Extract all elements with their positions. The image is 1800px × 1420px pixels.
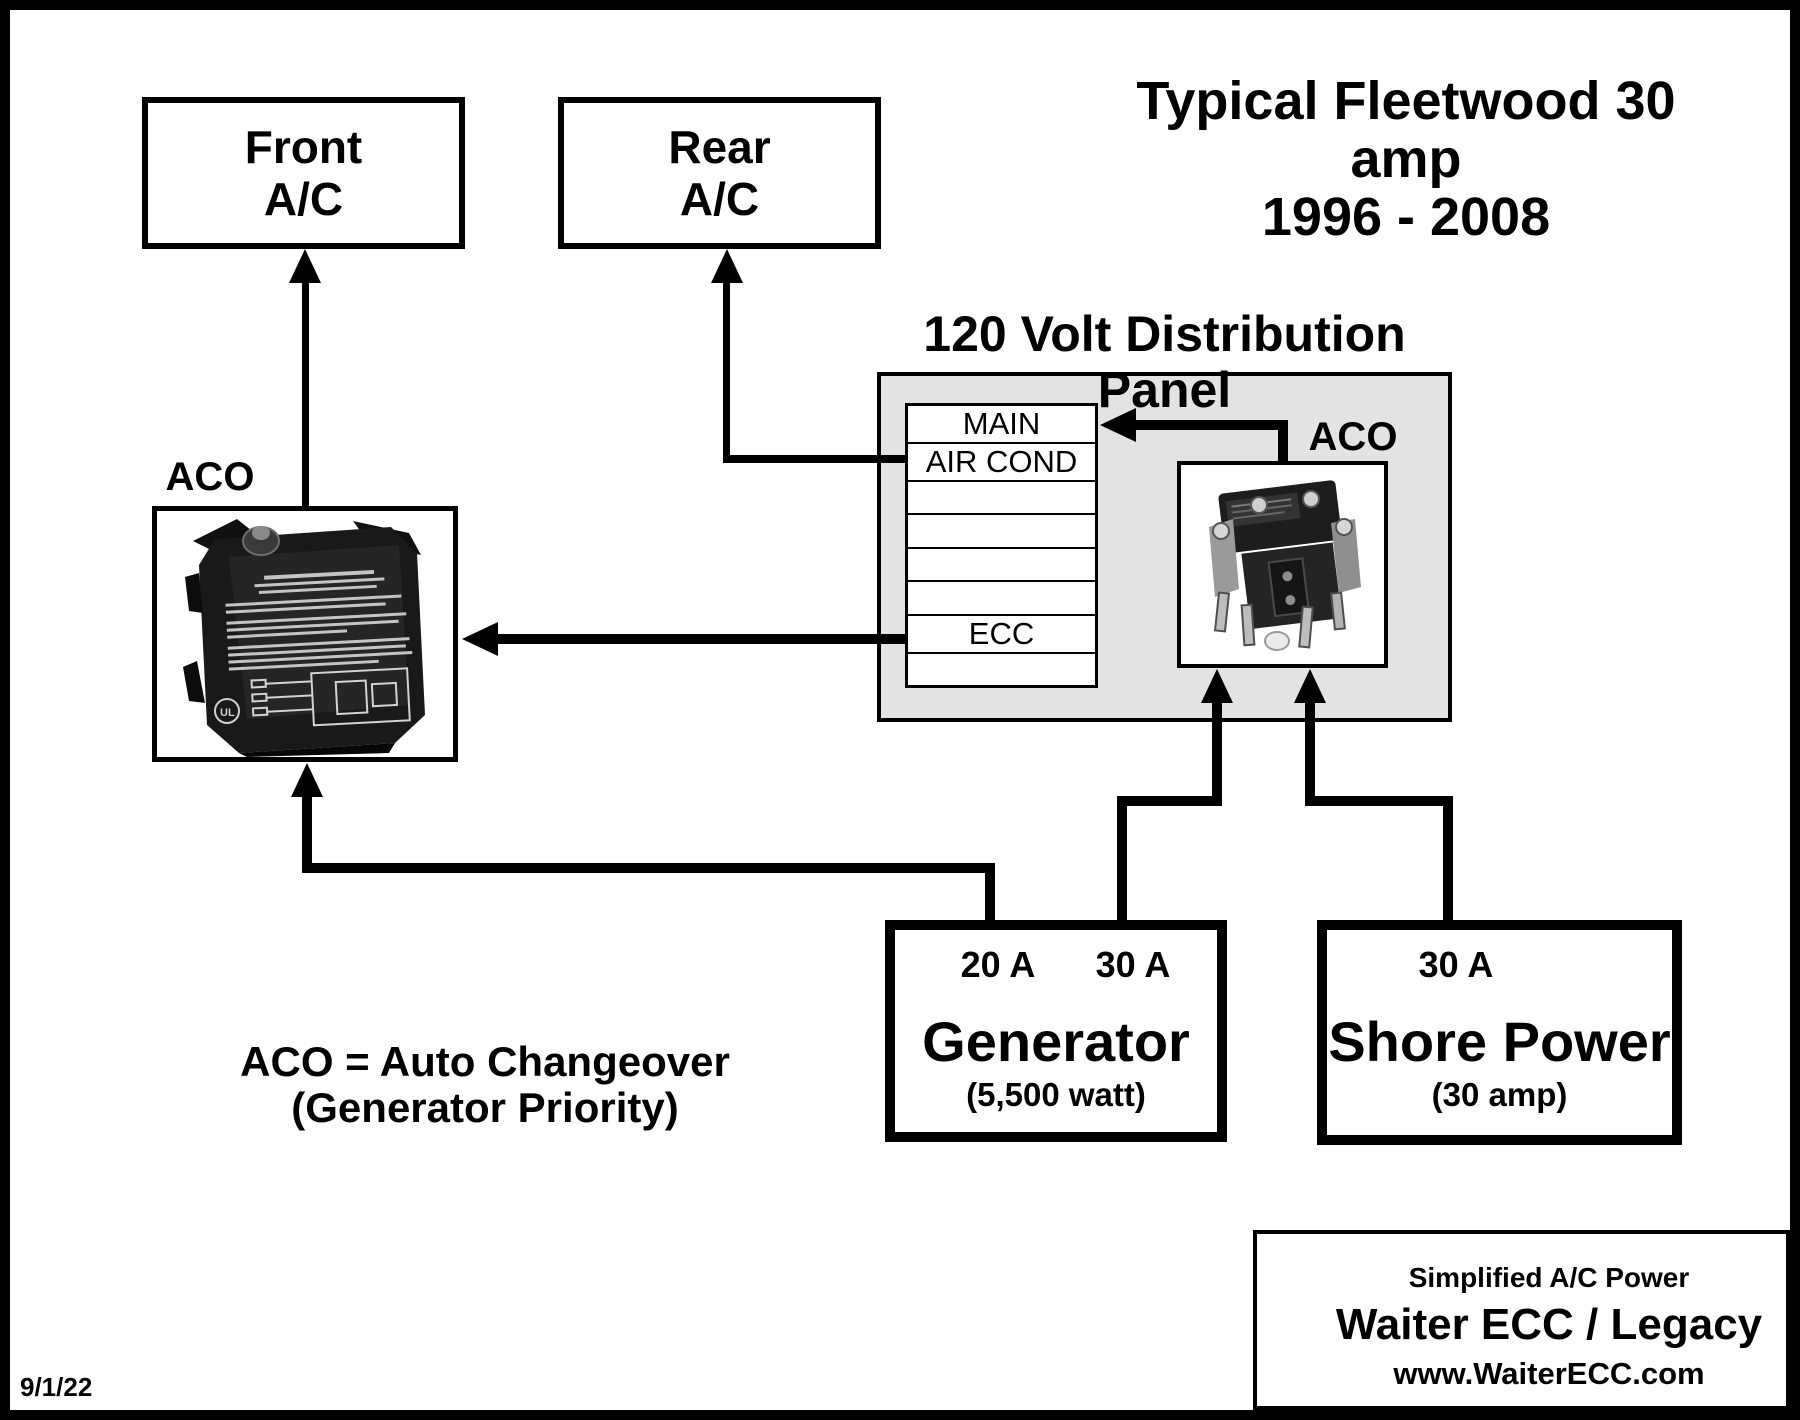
wire-ecc-to-aco bbox=[494, 634, 905, 644]
arrowhead-aco-relay-shore bbox=[1294, 669, 1326, 703]
shore-30a-breaker-label: 30 A bbox=[1418, 944, 1494, 985]
generator-name: Generator bbox=[922, 1010, 1190, 1073]
wire-gen20-vertical-left bbox=[302, 790, 312, 873]
arrowhead-rear-ac bbox=[711, 249, 743, 283]
shore-power-name: Shore Power bbox=[1328, 1010, 1671, 1073]
aco-legend-line1: ACO = Auto Changeover bbox=[240, 1038, 730, 1085]
breaker-row-blank bbox=[908, 549, 1095, 583]
arrowhead-front-ac bbox=[289, 249, 321, 283]
wire-gen30-vertical-lower bbox=[1117, 796, 1127, 920]
generator-30a-breaker-label: 30 A bbox=[1095, 944, 1171, 985]
breaker-row-aircond: AIR COND bbox=[908, 444, 1095, 482]
diagram-title-line1: Typical Fleetwood 30 amp bbox=[1136, 71, 1676, 189]
wire-gen30-vertical-upper bbox=[1212, 698, 1222, 806]
breaker-row-blank bbox=[908, 654, 1095, 685]
wire-aircond-to-rear-ac-vertical bbox=[723, 268, 730, 463]
wire-shore30-vertical-upper bbox=[1305, 698, 1315, 806]
diagram-title: Typical Fleetwood 30 amp 1996 - 2008 bbox=[1096, 72, 1716, 246]
distribution-panel-label: 120 Volt Distribution Panel bbox=[923, 306, 1406, 418]
aco-legend: ACO = Auto Changeover (Generator Priorit… bbox=[235, 1039, 735, 1131]
diagram-title-line2: 1996 - 2008 bbox=[1261, 187, 1551, 247]
rear-ac-label-line2: A/C bbox=[679, 173, 760, 225]
wire-aco-to-front-ac bbox=[302, 268, 309, 506]
generator-box: 20 A 30 A Generator (5,500 watt) bbox=[885, 920, 1227, 1142]
breaker-row-blank bbox=[908, 582, 1095, 616]
transfer-relay-illustration: UL bbox=[183, 519, 425, 757]
shore-power-rating: (30 amp) bbox=[1431, 1076, 1568, 1113]
breaker-row-ecc: ECC bbox=[908, 616, 1095, 654]
wire-aco-to-main-vertical bbox=[1278, 420, 1288, 465]
shore-power-box: 30 A Shore Power (30 amp) bbox=[1317, 920, 1682, 1145]
wire-aco-to-main-horizontal bbox=[1130, 420, 1288, 430]
rear-ac-label-line1: Rear bbox=[668, 121, 771, 173]
wire-gen20-horizontal bbox=[302, 863, 995, 873]
arrowhead-aco-relay-generator bbox=[1201, 669, 1233, 703]
credit-title: Waiter ECC / Legacy bbox=[1335, 1300, 1763, 1349]
arrowhead-aco-device-generator bbox=[291, 763, 323, 797]
breaker-row-blank bbox=[908, 515, 1095, 549]
aco-transfer-relay-photo: UL bbox=[152, 506, 458, 762]
revision-date: 9/1/22 bbox=[20, 1372, 93, 1402]
breaker-row-blank bbox=[908, 482, 1095, 516]
svg-text:UL: UL bbox=[220, 707, 235, 719]
aco-legend-line2: (Generator Priority) bbox=[291, 1084, 679, 1131]
relay-photo-illustration bbox=[1209, 480, 1361, 651]
front-ac-label-line1: Front bbox=[244, 121, 363, 173]
credit-subtitle: Simplified A/C Power bbox=[1408, 1262, 1690, 1293]
credit-box: Simplified A/C Power Waiter ECC / Legacy… bbox=[1253, 1230, 1790, 1410]
breaker-table: MAIN AIR COND ECC bbox=[905, 403, 1098, 688]
wire-gen20-vertical-right bbox=[985, 863, 995, 920]
rear-ac-box: Rear A/C bbox=[558, 97, 881, 249]
aco-device-label: ACO bbox=[165, 455, 255, 499]
aco-relay-photo bbox=[1177, 461, 1388, 668]
arrowhead-aco-ecc bbox=[462, 622, 498, 656]
generator-20a-breaker-label: 20 A bbox=[960, 944, 1036, 985]
generator-wattage: (5,500 watt) bbox=[966, 1076, 1146, 1113]
credit-url: www.WaiterECC.com bbox=[1393, 1356, 1705, 1391]
wire-shore30-vertical-lower bbox=[1443, 796, 1453, 920]
breaker-row-main: MAIN bbox=[908, 406, 1095, 444]
arrowhead-main-breaker bbox=[1100, 408, 1136, 442]
wire-aircond-to-rear-ac-horizontal bbox=[723, 455, 905, 463]
front-ac-label-line2: A/C bbox=[263, 173, 344, 225]
front-ac-box: Front A/C bbox=[142, 97, 465, 249]
panel-aco-label: ACO bbox=[1308, 415, 1398, 459]
wire-gen30-horizontal bbox=[1117, 796, 1222, 806]
wire-shore30-horizontal bbox=[1305, 796, 1453, 806]
